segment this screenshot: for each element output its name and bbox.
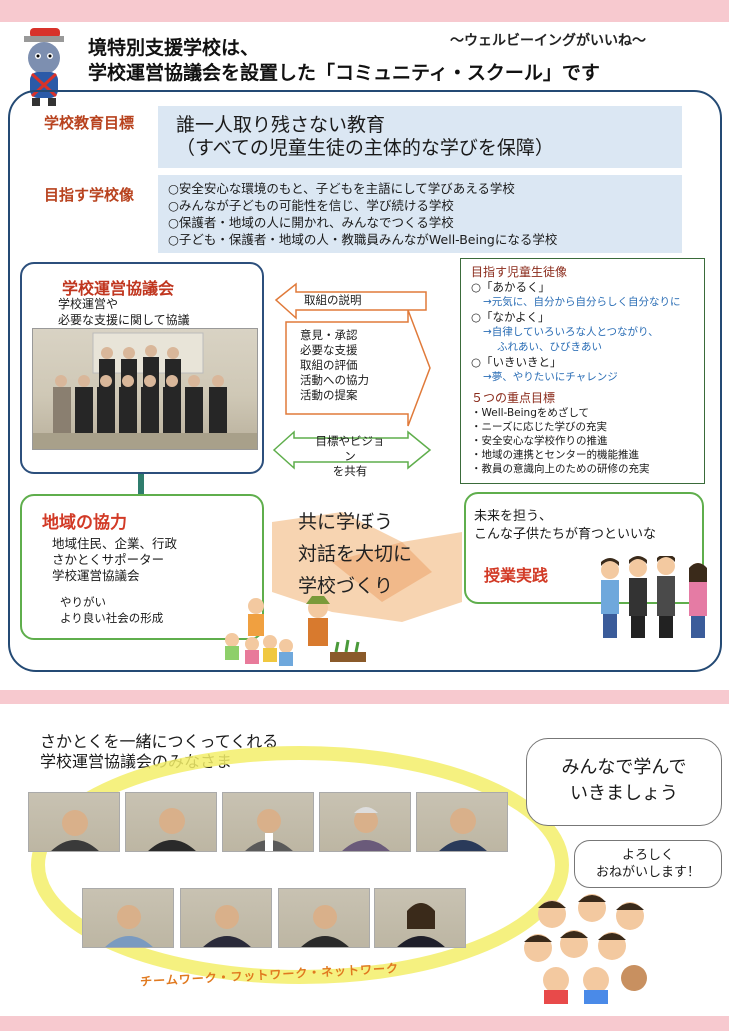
goal-label: 学校教育目標 [44, 114, 135, 132]
member-photo [125, 792, 217, 852]
bubble1-line-2: いきましょう [570, 783, 678, 804]
key-goal-item: ・地域の連携とセンター的機能推進 [471, 449, 639, 461]
key-goal-item: ・ニーズに応じた学びの充実 [471, 421, 607, 433]
bottom-band [0, 1016, 729, 1031]
highlight-ring [31, 746, 569, 984]
goal-line-2: （すべての児童生徒の主体的な学びを保障） [176, 137, 554, 159]
students-heading: 目指す児童生徒像 [471, 265, 568, 279]
shared-line-2: を共有 [332, 464, 368, 478]
student-trait-desc: ふれあい、ひびきあい [497, 341, 602, 353]
opinion-item: 意見・承認 [300, 328, 358, 342]
shared-line-1: 目標やビジョン [315, 434, 385, 463]
practice-line-1: 未来を担う、 [474, 509, 553, 524]
region-line: さかとくサポーター [52, 552, 165, 567]
student-trait-desc: →元気に、自分から自分らしく自分なりに [483, 296, 681, 308]
member-photo [28, 792, 120, 852]
practice-box [464, 492, 704, 604]
speech-bubble-small: よろしく おねがいします！ [574, 840, 722, 888]
handshake-icon [272, 512, 462, 622]
motto-line-1: 共に学ぼう [298, 511, 394, 533]
bubble2-line-2: おねがいします！ [595, 865, 700, 880]
region-box [20, 494, 264, 640]
student-trait-desc: →夢、やりたいにチャレンジ [483, 371, 618, 383]
opinion-item: 必要な支援 [300, 343, 358, 357]
member-photo [82, 888, 174, 948]
council-title: 学校運営協議会 [62, 279, 175, 298]
shared-goal-label: 目標やビジョン を共有 [312, 434, 388, 479]
student-trait-title: ○「なかよく」 [471, 310, 550, 324]
motto: 共に学ぼう 対話を大切に 学校づくり [298, 506, 412, 602]
main-frame [8, 90, 722, 672]
member-photo [278, 888, 370, 948]
exchange-arrows [272, 282, 432, 470]
motto-line-3: 学校づくり [298, 575, 394, 597]
region-benefit: より良い社会の形成 [60, 611, 164, 625]
council-box [20, 262, 264, 474]
member-photo [180, 888, 272, 948]
students-teachers-illustration [601, 556, 707, 638]
vision-box: ○安全安心な環境のもと、子どもを主語にして学びあえる学校 ○みんなが子どもの可能… [158, 175, 682, 253]
opinion-item: 活動の提案 [300, 388, 358, 402]
tagline: ～ウェルビーイングがいいね～ [450, 33, 646, 49]
cheering-children-illustration [524, 894, 647, 1004]
key-goal-item: ・教員の意識向上のための研修の充実 [471, 463, 650, 475]
opinion-item: 取組の評価 [300, 358, 358, 372]
member-photo [319, 792, 411, 852]
opinion-list: 意見・承認 必要な支援 取組の評価 活動への協力 活動の提案 [300, 328, 369, 403]
key-goal-item: ・安全安心な学校作りの推進 [471, 435, 608, 447]
left-arrow-label: 取組の説明 [304, 293, 362, 307]
connector-line [138, 474, 144, 494]
student-trait-title: ○「いきいきと」 [471, 355, 562, 369]
practice-text: 未来を担う、 こんな子供たちが育つといいな [474, 508, 656, 544]
goal-box: 誰一人取り残さない教育 （すべての児童生徒の主体的な学びを保障） [158, 106, 682, 168]
page-title: 境特別支援学校は、 学校運営協議会を設置した「コミュニティ・スクール」です [88, 36, 600, 86]
vision-item: ○保護者・地域の人に開かれ、みんなでつくる学校 [168, 215, 454, 230]
top-band [0, 0, 729, 22]
group-photo-illustration [33, 332, 257, 449]
member-photo [416, 792, 508, 852]
member-photo [374, 888, 466, 948]
vision-item: ○子ども・保護者・地域の人・教職員みんながWell-Beingになる学校 [168, 232, 558, 247]
region-line: 学校運営協議会 [52, 568, 140, 583]
bubble2-line-1: よろしく [621, 848, 674, 863]
region-title: 地域の協力 [42, 513, 127, 533]
region-members: 地域住民、企業、行政 さかとくサポーター 学校運営協議会 [52, 536, 177, 584]
vision-label: 目指す学校像 [44, 186, 135, 204]
vision-item: ○安全安心な環境のもと、子どもを主語にして学びあえる学校 [168, 181, 515, 196]
key-goals-heading: ５つの重点目標 [471, 391, 556, 405]
key-goal-item: ・Well-Beingをめざして [471, 407, 590, 419]
goal-line-1: 誰一人取り残さない教育 [176, 114, 386, 136]
council-sub-line-1: 学校運営や [58, 297, 119, 311]
region-benefit: やりがい [60, 595, 106, 609]
student-trait-desc: →自律していろいろな人とつながり、 [483, 326, 659, 338]
region-benefits: やりがい より良い社会の形成 [60, 594, 163, 626]
members-title-line-1: さかとくを一緒につくってくれる [40, 732, 279, 751]
council-subtitle: 学校運営や 必要な支援に関して協議 [58, 296, 190, 328]
vision-item: ○みんなが子どもの可能性を信じ、学び続ける学校 [168, 198, 454, 213]
speech-bubble-large: みんなで学んで いきましょう [526, 738, 722, 826]
student-profile-box: 目指す児童生徒像 ○「あかるく」 →元気に、自分から自分らしく自分なりに ○「な… [460, 258, 705, 484]
title-line-1: 境特別支援学校は、 [88, 37, 260, 59]
bubble1-line-1: みんなで学んで [561, 757, 687, 778]
title-line-2: 学校運営協議会を設置した「コミュニティ・スクール」です [88, 62, 600, 84]
opinion-item: 活動への協力 [300, 373, 369, 387]
member-photo [222, 792, 314, 852]
farm-kids-illustration [225, 596, 366, 666]
student-trait-title: ○「あかるく」 [471, 280, 551, 294]
motto-line-2: 対話を大切に [298, 543, 413, 565]
practice-line-2: こんな子供たちが育つといいな [474, 527, 657, 542]
council-group-photo [32, 328, 258, 450]
council-sub-line-2: 必要な支援に関して協議 [58, 313, 190, 327]
middle-band [0, 690, 729, 704]
practice-title: 授業実践 [484, 566, 549, 585]
region-line: 地域住民、企業、行政 [52, 536, 178, 551]
